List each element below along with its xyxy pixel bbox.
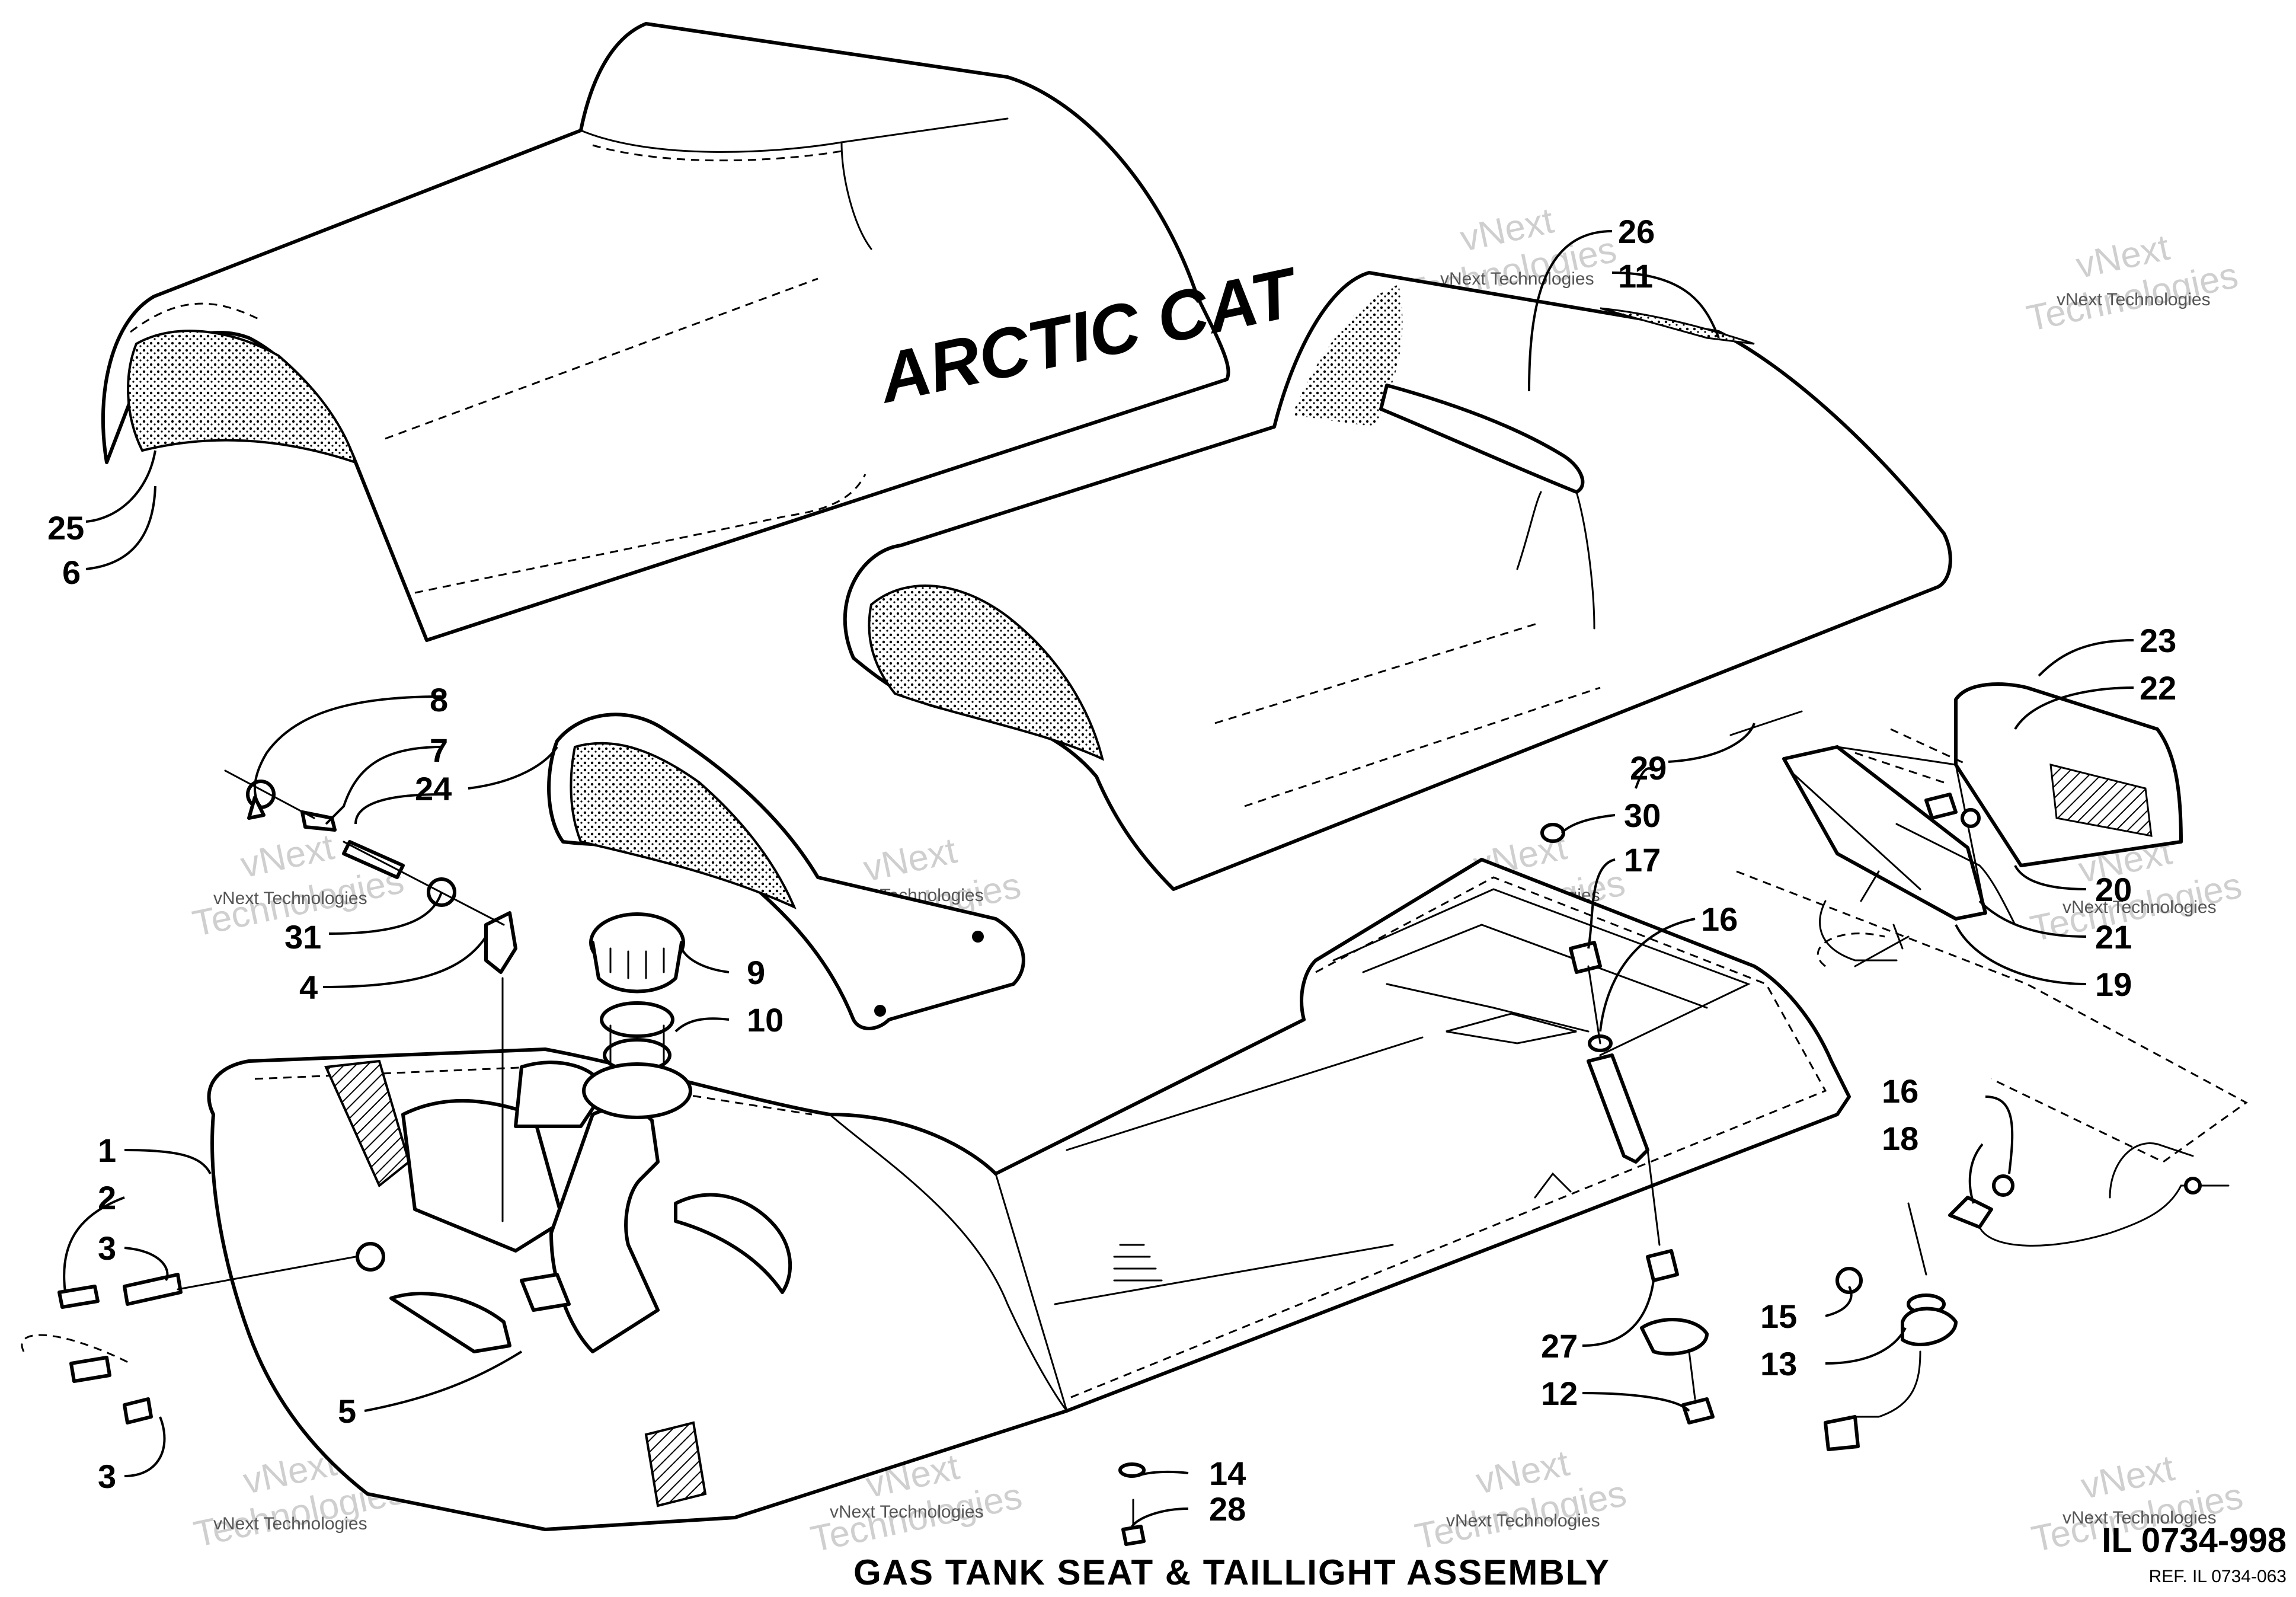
svg-text:vNext Technologies: vNext Technologies	[213, 889, 367, 908]
reference-number: REF. IL 0734-063	[2148, 1567, 2287, 1586]
callout-3b: 3	[98, 1458, 116, 1495]
wiring-harness	[1736, 870, 2248, 1451]
callout-4: 4	[299, 969, 318, 1006]
callout-1: 1	[98, 1132, 116, 1169]
svg-text:vNext Technologies: vNext Technologies	[1446, 1511, 1600, 1531]
taillight-assembly	[1782, 682, 2183, 967]
callout-28: 28	[1209, 1490, 1246, 1528]
callout-2: 2	[98, 1179, 116, 1216]
callout-18: 18	[1882, 1120, 1918, 1157]
seat-cushion-26	[843, 271, 1952, 891]
callout-7: 7	[430, 732, 448, 769]
callout-13: 13	[1760, 1345, 1797, 1382]
callout-26: 26	[1618, 213, 1655, 250]
callout-21: 21	[2095, 918, 2132, 956]
fuel-line-fittings	[21, 769, 517, 1424]
mounting-hardware	[1118, 710, 1803, 1546]
callout-10: 10	[747, 1001, 784, 1039]
gas-cap-seal-10	[582, 1001, 692, 1119]
callout-15: 15	[1760, 1298, 1797, 1335]
callout-23: 23	[2140, 622, 2176, 659]
callout-30: 30	[1624, 797, 1661, 834]
callout-29: 29	[1630, 749, 1667, 787]
callout-12: 12	[1541, 1375, 1578, 1412]
gas-cap-9	[589, 912, 685, 994]
callout-3a: 3	[98, 1229, 116, 1267]
callout-17: 17	[1624, 841, 1661, 879]
illustration-number: IL 0734-998	[2102, 1521, 2287, 1560]
callout-5: 5	[338, 1392, 356, 1430]
callout-16a: 16	[1701, 900, 1738, 938]
diagram-title: GAS TANK SEAT & TAILLIGHT ASSEMBLY	[853, 1553, 1610, 1592]
callout-24: 24	[415, 770, 452, 807]
callout-19: 19	[2095, 966, 2132, 1003]
callout-20: 20	[2095, 871, 2132, 908]
callout-leaders	[63, 230, 2134, 1528]
callout-22: 22	[2140, 669, 2176, 707]
seat-bracket-24	[547, 713, 1025, 1030]
callout-numbers: 25 6 8 7 24 31 4 9 10 1 2 3 3 5 26 11 23…	[47, 213, 2176, 1528]
seat-cover-25: ARCTIC CAT	[101, 22, 1307, 642]
svg-text:vNext Technologies: vNext Technologies	[2057, 290, 2211, 309]
svg-text:vNext Technologies: vNext Technologies	[1440, 269, 1594, 289]
callout-27: 27	[1541, 1327, 1578, 1365]
gas-tank-1	[207, 858, 1851, 1531]
svg-text:vNext Technologies: vNext Technologies	[830, 1502, 984, 1522]
callout-31: 31	[284, 918, 321, 956]
svg-text:vNext Technologies: vNext Technologies	[213, 1514, 367, 1534]
callout-6: 6	[62, 554, 81, 591]
callout-25: 25	[47, 509, 84, 547]
callout-9: 9	[747, 954, 765, 991]
svg-text:vNext Technologies: vNext Technologies	[2062, 1508, 2217, 1528]
callout-11: 11	[1618, 257, 1653, 295]
callout-14: 14	[1209, 1455, 1246, 1492]
callout-8: 8	[430, 681, 448, 718]
callout-16b: 16	[1882, 1072, 1918, 1110]
svg-text:vNext Technologies: vNext Technologies	[2062, 897, 2217, 917]
